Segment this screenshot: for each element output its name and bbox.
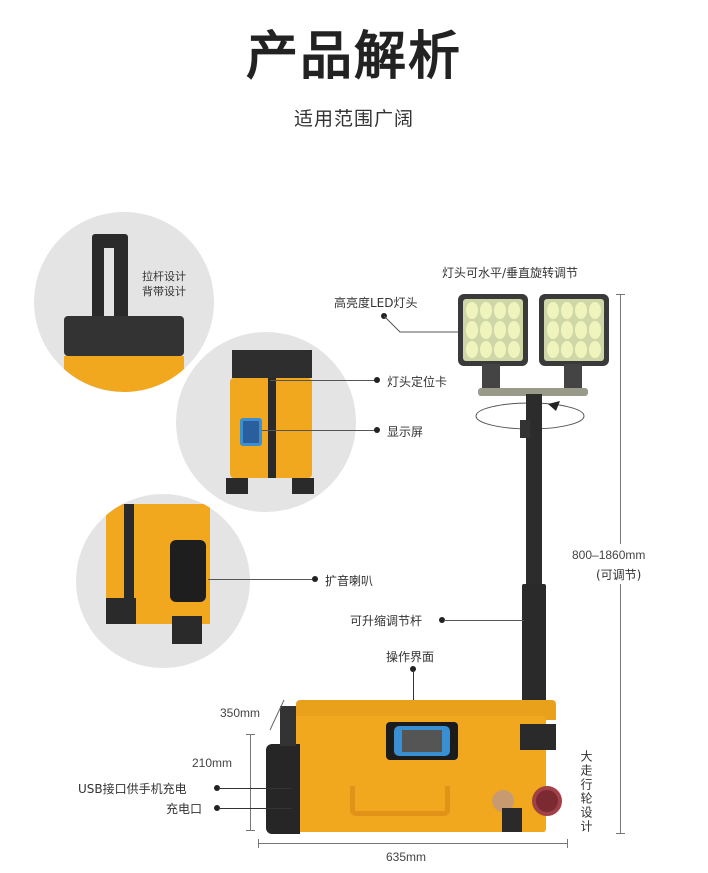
led-lamp-left: [458, 294, 528, 366]
usb-dot: [214, 785, 220, 791]
lamp-lock-dot: [374, 377, 380, 383]
case-top-image: [64, 356, 184, 392]
rotation-label: 灯头可水平/垂直旋转调节: [442, 266, 579, 280]
telescopic-pole-dot: [439, 617, 445, 623]
handle-detail-circle: [34, 212, 214, 392]
width-dimension-line: [258, 843, 568, 844]
lamp-crossbar: [478, 388, 588, 396]
main-case-body: [296, 700, 556, 720]
depth-dimension-line: [269, 699, 285, 731]
depth-label: 350mm: [220, 706, 261, 720]
lamp-heads-folded-image: [64, 316, 184, 356]
charge-port-label: 充电口: [166, 802, 203, 816]
side-display-image: [240, 418, 262, 446]
speaker-grille-image: [170, 540, 206, 602]
wheels-label: 大走行轮设计: [579, 750, 593, 834]
strap-design-label: 背带设计: [142, 285, 186, 298]
display-dot: [374, 427, 380, 433]
lamp-lock-label: 灯头定位卡: [387, 375, 448, 389]
speaker-dot: [312, 576, 318, 582]
handle-design-label: 拉杆设计: [142, 270, 186, 283]
speaker-detail-circle: [76, 494, 250, 668]
width-label: 635mm: [386, 850, 427, 864]
height-range-label: 800–1860mm: [572, 548, 646, 562]
telescopic-pole: [526, 394, 542, 586]
folded-heads-image: [232, 350, 312, 378]
control-panel-screen: [386, 722, 458, 760]
height-adjustable-note: (可调节): [596, 568, 642, 582]
speaker-label: 扩音喇叭: [325, 574, 374, 588]
folded-unit-circle: [176, 332, 356, 512]
telescopic-pole-label: 可升缩调节杆: [350, 614, 423, 628]
usb-label: USB接口供手机充电: [78, 782, 187, 796]
control-panel-label: 操作界面: [386, 650, 435, 664]
led-head-label: 高亮度LED灯头: [334, 296, 418, 310]
display-label: 显示屏: [387, 425, 424, 439]
page-title: 产品解析: [245, 27, 462, 87]
control-panel-dot: [410, 666, 416, 672]
height-label: 210mm: [192, 756, 233, 770]
side-port-panel: [266, 744, 300, 834]
page-subtitle: 适用范围广阔: [293, 108, 414, 130]
led-lamp-right: [539, 294, 609, 366]
carry-handle: [350, 786, 450, 816]
travel-wheel: [532, 786, 562, 816]
charge-port-dot: [214, 805, 220, 811]
wheel-bracket: [520, 724, 556, 750]
height-dimension-line: [250, 734, 251, 830]
